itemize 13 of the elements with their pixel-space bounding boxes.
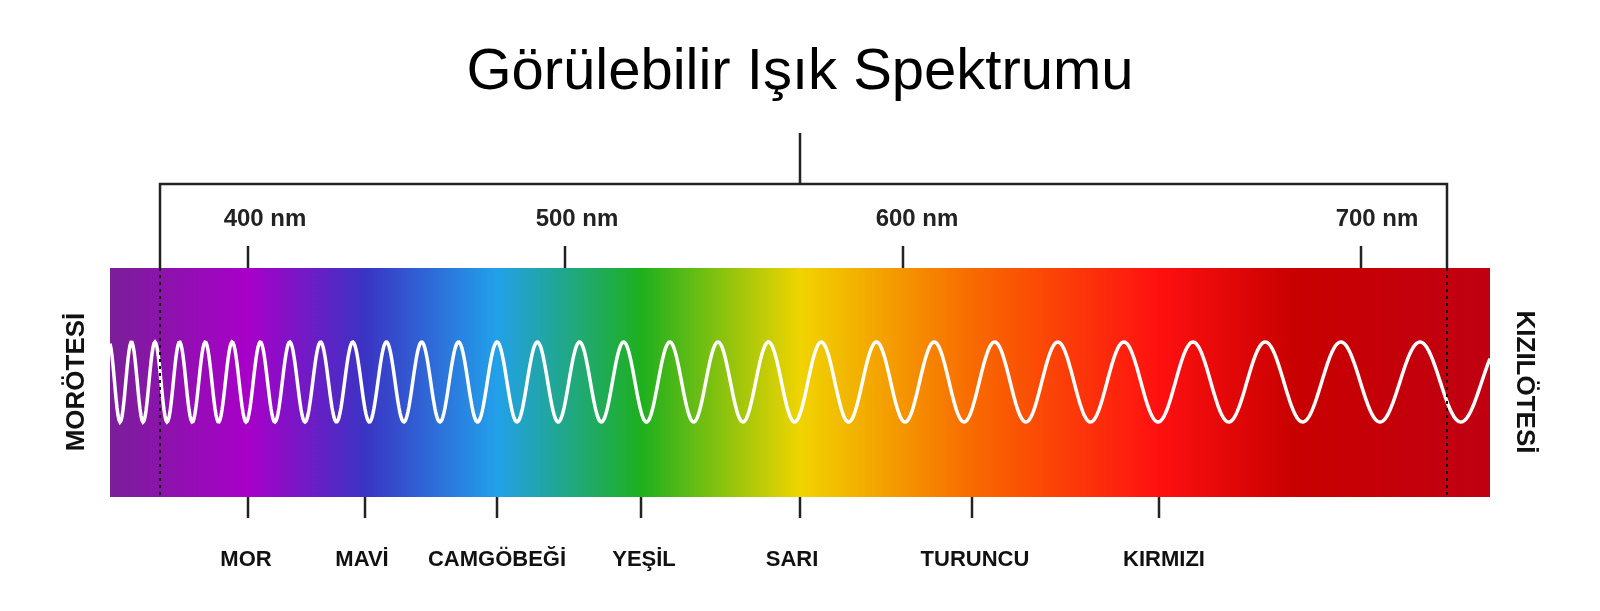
color-label: CAMGÖBEĞİ [427, 548, 567, 570]
color-label: KIRMIZI [1123, 548, 1205, 570]
wavelength-label: 400 nm [223, 206, 307, 230]
wavelength-label: 700 nm [1335, 206, 1419, 230]
region-label: MORÖTESİ [61, 312, 88, 452]
wavelength-label: 500 nm [535, 206, 619, 230]
color-label: MAVİ [335, 548, 389, 570]
color-label: TURUNCU [920, 548, 1030, 570]
region-label: KIZILÖTESİ [1512, 310, 1538, 454]
color-label: MOR [220, 548, 272, 570]
wavelength-label: 600 nm [875, 206, 959, 230]
color-label: YEŞİL [612, 548, 676, 570]
color-label: SARI [765, 548, 819, 570]
